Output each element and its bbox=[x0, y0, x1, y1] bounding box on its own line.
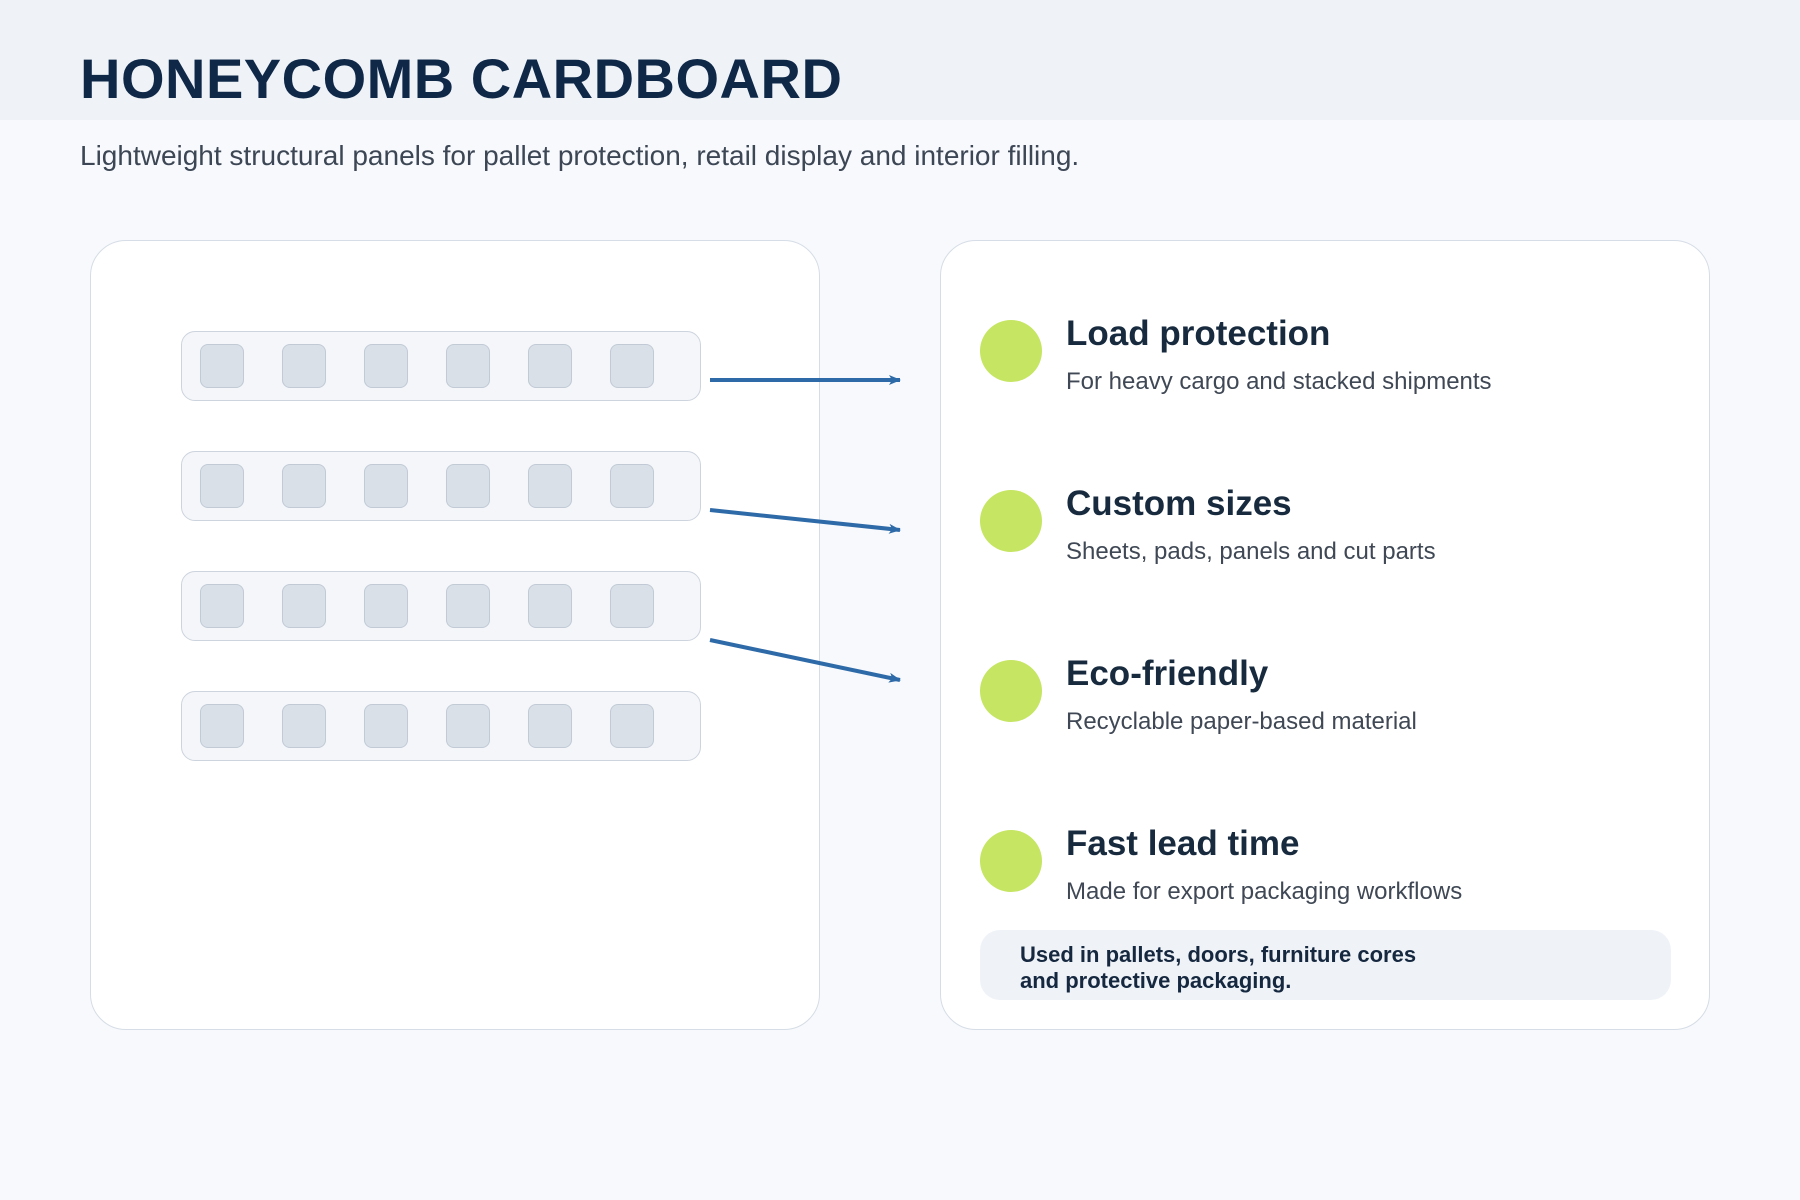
feature-description: Sheets, pads, panels and cut parts bbox=[1066, 538, 1436, 565]
honeycomb-cell bbox=[282, 584, 326, 628]
honeycomb-cell bbox=[610, 464, 654, 508]
honeycomb-cell bbox=[446, 344, 490, 388]
honeycomb-cell bbox=[528, 344, 572, 388]
feature-title: Eco-friendly bbox=[1066, 654, 1269, 693]
honeycomb-cell bbox=[364, 464, 408, 508]
panel-strip bbox=[181, 331, 701, 401]
feature-item: Eco-friendly Recyclable paper-based mate… bbox=[980, 654, 1680, 770]
honeycomb-cell bbox=[446, 704, 490, 748]
panel-strip bbox=[181, 451, 701, 521]
usage-note-line-1: Used in pallets, doors, furniture cores bbox=[1020, 942, 1417, 967]
structure-card bbox=[90, 240, 820, 1030]
feature-description: Recyclable paper-based material bbox=[1066, 708, 1417, 735]
honeycomb-cell bbox=[364, 584, 408, 628]
honeycomb-cell bbox=[200, 344, 244, 388]
honeycomb-cell bbox=[200, 584, 244, 628]
panel-strip bbox=[181, 571, 701, 641]
honeycomb-cell bbox=[610, 584, 654, 628]
honeycomb-cell bbox=[200, 704, 244, 748]
feature-title: Load protection bbox=[1066, 314, 1331, 353]
features-card bbox=[940, 240, 1710, 1030]
bullet-dot-icon bbox=[980, 660, 1042, 722]
honeycomb-cell bbox=[446, 584, 490, 628]
honeycomb-cell bbox=[364, 344, 408, 388]
page-title: HONEYCOMB CARDBOARD bbox=[80, 47, 843, 110]
feature-item: Load protection For heavy cargo and stac… bbox=[980, 314, 1680, 430]
feature-title: Fast lead time bbox=[1066, 824, 1300, 863]
panel-strip bbox=[181, 691, 701, 761]
feature-title: Custom sizes bbox=[1066, 484, 1292, 523]
honeycomb-cell bbox=[528, 704, 572, 748]
honeycomb-cell bbox=[446, 464, 490, 508]
honeycomb-cell bbox=[364, 704, 408, 748]
honeycomb-cell bbox=[610, 704, 654, 748]
honeycomb-cell bbox=[282, 704, 326, 748]
usage-note-line-2: and protective packaging. bbox=[1020, 968, 1292, 993]
usage-note: Used in pallets, doors, furniture cores … bbox=[980, 930, 1671, 1000]
honeycomb-cell bbox=[528, 464, 572, 508]
feature-item: Custom sizes Sheets, pads, panels and cu… bbox=[980, 484, 1680, 600]
feature-item: Fast lead time Made for export packaging… bbox=[980, 824, 1680, 940]
bullet-dot-icon bbox=[980, 830, 1042, 892]
page-subtitle: Lightweight structural panels for pallet… bbox=[80, 140, 1080, 171]
honeycomb-cell bbox=[282, 464, 326, 508]
honeycomb-cell bbox=[282, 344, 326, 388]
bullet-dot-icon bbox=[980, 490, 1042, 552]
feature-description: For heavy cargo and stacked shipments bbox=[1066, 368, 1492, 395]
honeycomb-cell bbox=[200, 464, 244, 508]
honeycomb-cell bbox=[528, 584, 572, 628]
bullet-dot-icon bbox=[980, 320, 1042, 382]
feature-description: Made for export packaging workflows bbox=[1066, 878, 1463, 905]
honeycomb-cell bbox=[610, 344, 654, 388]
header-band bbox=[0, 0, 1800, 120]
